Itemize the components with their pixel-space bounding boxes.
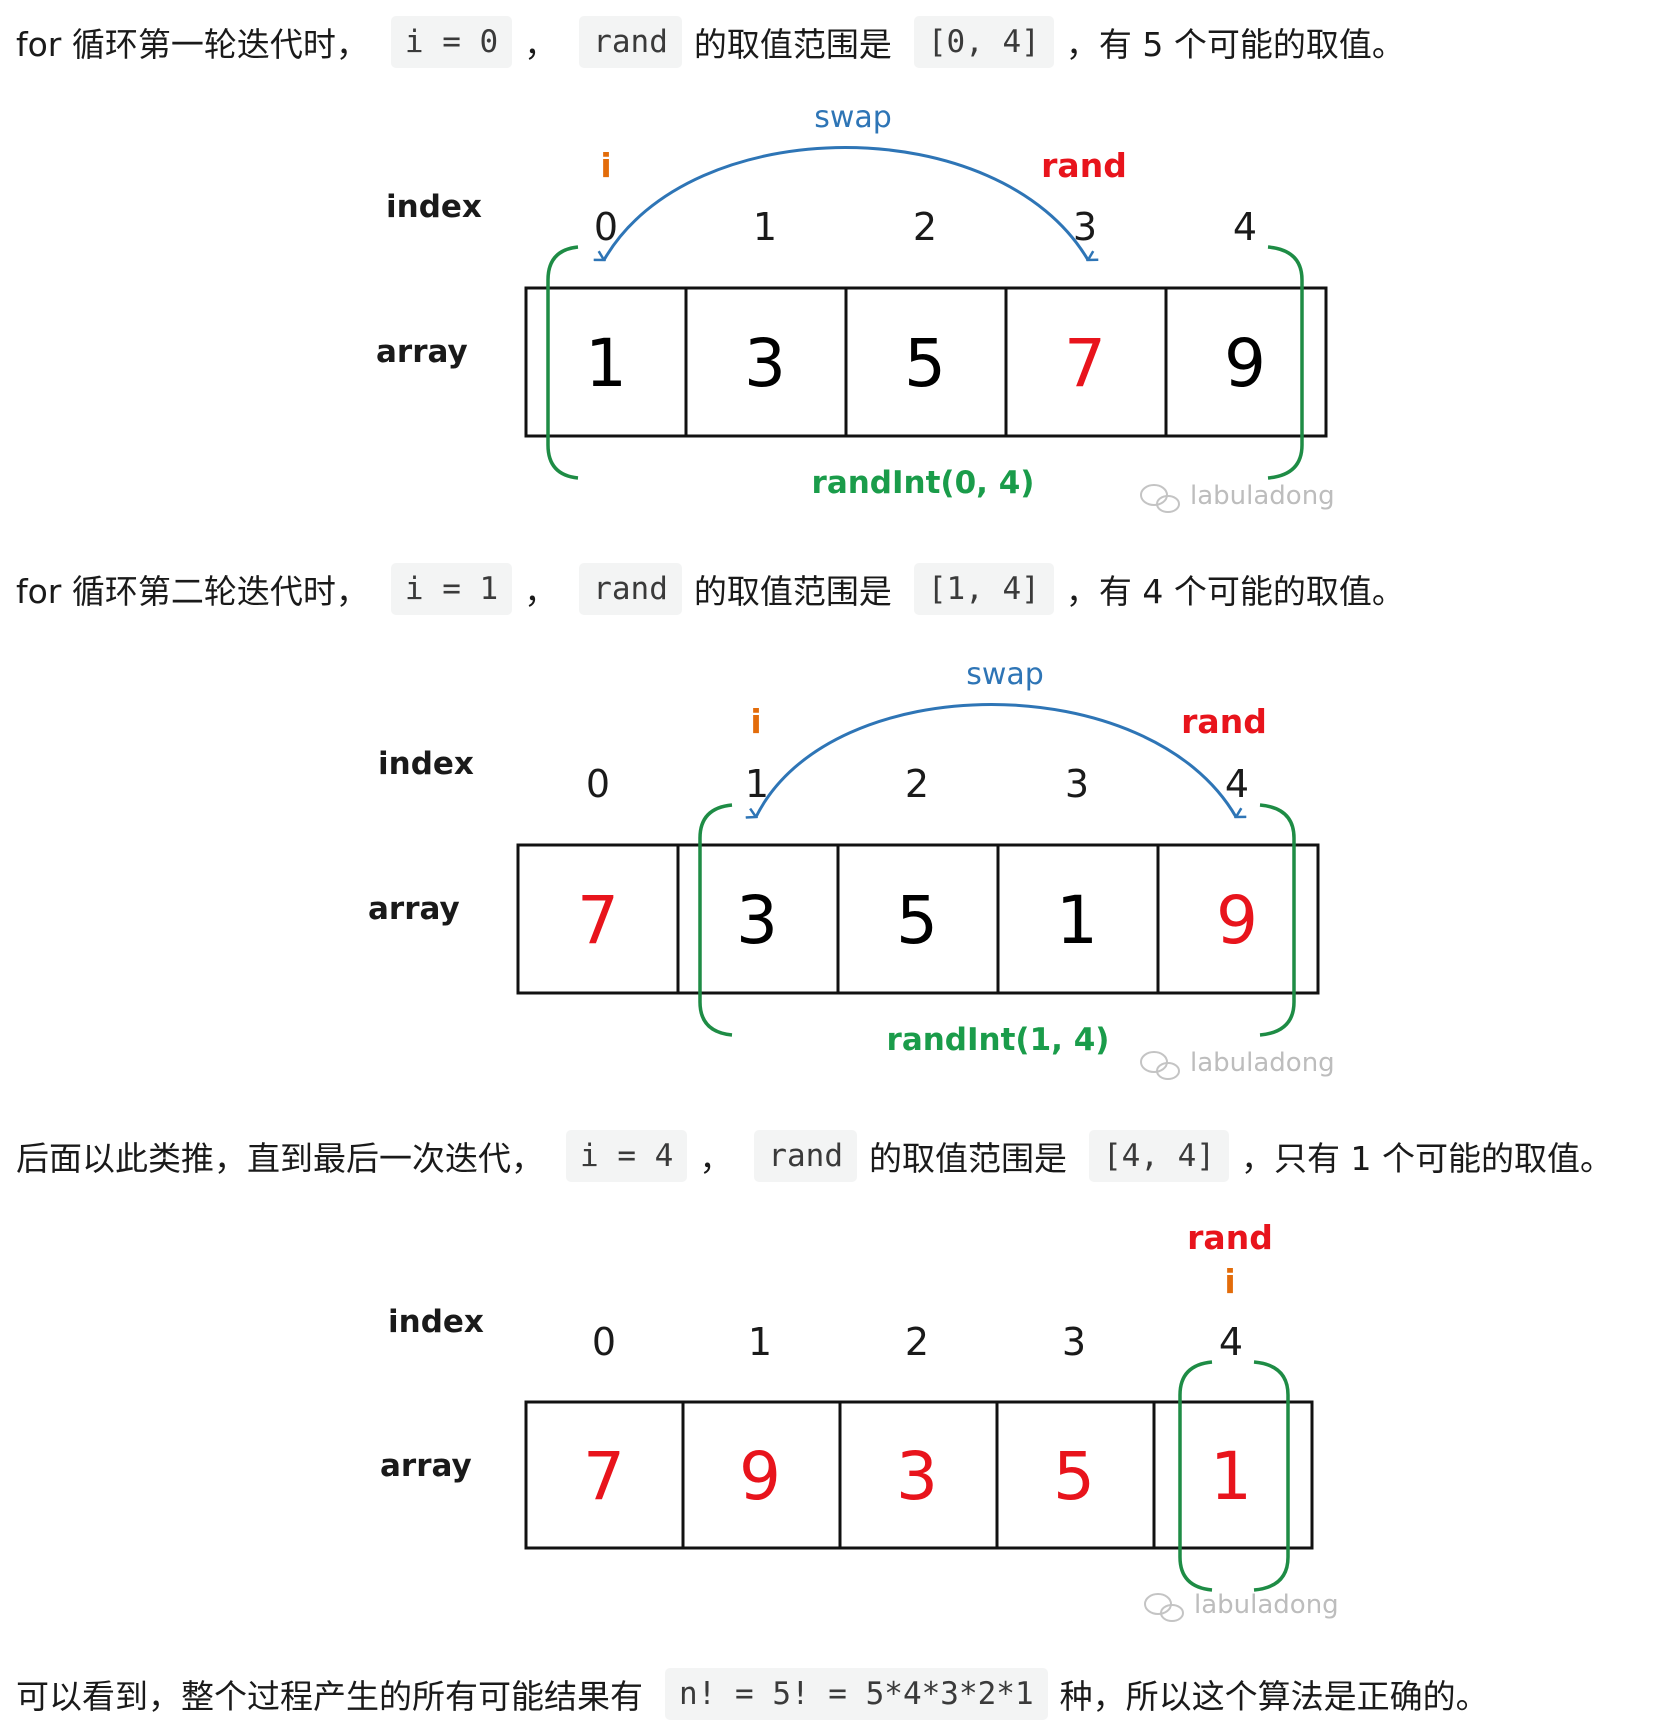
- index-number: 0: [592, 1320, 616, 1364]
- i-label: i: [1224, 1262, 1235, 1301]
- array-cell-value: 7: [577, 882, 619, 959]
- para-text: 种，所以这个算法是正确的。: [1059, 1677, 1489, 1716]
- range-bracket-left: [1178, 1360, 1213, 1592]
- array-cell-value: 3: [736, 882, 778, 959]
- para-text: 的取值范围是: [693, 25, 892, 64]
- index-number: 1: [753, 205, 777, 249]
- array-box: [524, 1400, 1314, 1550]
- paragraph-3: 后面以此类推，直到最后一次迭代， i = 4 ， rand 的取值范围是 [4,…: [16, 1127, 1613, 1185]
- array-cell-value: 7: [583, 1438, 625, 1515]
- index-number: 1: [748, 1320, 772, 1364]
- array-cell-value: 1: [1210, 1438, 1252, 1515]
- range-label: randInt(1, 4): [887, 1022, 1110, 1058]
- array-cell-value: 3: [744, 325, 786, 402]
- paragraph-1: for 循环第一轮迭代时， i = 0 ， rand 的取值范围是 [0, 4]…: [16, 13, 1405, 71]
- para-text: ，只有 1 个可能的取值。: [1240, 1139, 1613, 1178]
- range-bracket-right: [1253, 1360, 1290, 1592]
- index-number: 1: [745, 762, 769, 806]
- inline-code: [0, 4]: [913, 16, 1054, 68]
- array-label: array: [380, 1448, 472, 1484]
- wechat-icon: [1144, 1593, 1184, 1622]
- inline-code: [4, 4]: [1088, 1130, 1229, 1182]
- i-label: i: [750, 702, 761, 741]
- rand-label: rand: [1181, 702, 1267, 741]
- array-cell-value: 3: [896, 1438, 938, 1515]
- inline-code: i = 0: [390, 16, 513, 68]
- para-text: 可以看到，整个过程产生的所有可能结果有: [16, 1677, 643, 1716]
- array-cell-value: 9: [739, 1438, 781, 1515]
- index-number: 4: [1219, 1320, 1243, 1364]
- array-cell-value: 1: [585, 325, 627, 402]
- array-label: array: [376, 334, 468, 370]
- swap-arrow: [756, 703, 1236, 818]
- array-box: [516, 843, 1320, 995]
- index-number: 3: [1065, 762, 1089, 806]
- inline-code: [1, 4]: [913, 563, 1054, 615]
- index-number: 2: [913, 205, 937, 249]
- para-text: ，: [524, 25, 558, 64]
- inline-code: rand: [579, 16, 682, 68]
- array-cell-value: 5: [904, 325, 946, 402]
- array-cell-value: 9: [1216, 882, 1258, 959]
- index-number: 2: [905, 1320, 929, 1364]
- swap-label: swap: [814, 100, 892, 135]
- paragraph-4: 可以看到，整个过程产生的所有可能结果有 n! = 5! = 5*4*3*2*1 …: [16, 1665, 1489, 1723]
- wechat-icon: [1140, 1051, 1180, 1080]
- para-text: 后面以此类推，直到最后一次迭代，: [16, 1139, 544, 1178]
- array-cell-value: 5: [1053, 1438, 1095, 1515]
- para-text: 的取值范围是: [868, 1139, 1067, 1178]
- para-text: ，: [699, 1139, 733, 1178]
- watermark: labuladong: [1190, 1048, 1335, 1078]
- inline-code: i = 1: [390, 563, 513, 615]
- array-cell-value: 7: [1064, 325, 1106, 402]
- watermark: labuladong: [1190, 481, 1335, 511]
- wechat-icon: [1140, 484, 1180, 513]
- range-label: randInt(0, 4): [812, 465, 1035, 501]
- inline-code: rand: [754, 1130, 857, 1182]
- para-text: for 循环第一轮迭代时，: [16, 25, 369, 64]
- range-bracket-right: [1259, 803, 1296, 1037]
- index-number: 2: [905, 762, 929, 806]
- index-number: 0: [594, 205, 618, 249]
- range-bracket-left: [698, 803, 733, 1037]
- index-label: index: [378, 746, 474, 782]
- array-cell-value: 5: [896, 882, 938, 959]
- array-box: [524, 286, 1328, 438]
- diagram-1: swap i rand index array 0 1 2 3 4 1 3 5 …: [376, 100, 1335, 513]
- inline-code: n! = 5! = 5*4*3*2*1: [665, 1668, 1048, 1720]
- swap-label: swap: [966, 657, 1044, 692]
- index-number: 4: [1225, 762, 1249, 806]
- para-text: ，: [524, 572, 558, 611]
- inline-code: rand: [579, 563, 682, 615]
- diagram-2: swap i rand index array 0 1 2 3 4 7 3 5 …: [368, 657, 1335, 1080]
- array-label: array: [368, 891, 460, 927]
- watermark: labuladong: [1194, 1590, 1339, 1620]
- para-text: ，有 4 个可能的取值。: [1065, 572, 1405, 611]
- para-text: ，有 5 个可能的取值。: [1065, 25, 1405, 64]
- para-text: for 循环第二轮迭代时，: [16, 572, 369, 611]
- i-label: i: [600, 146, 611, 185]
- swap-arrow: [604, 146, 1088, 261]
- rand-label: rand: [1187, 1218, 1273, 1257]
- para-text: 的取值范围是: [693, 572, 892, 611]
- index-number: 0: [586, 762, 610, 806]
- index-number: 4: [1233, 205, 1257, 249]
- diagram-3: rand i index array 0 1 2 3 4 7 9 3 5 1 l…: [380, 1218, 1339, 1622]
- index-number: 3: [1073, 205, 1097, 249]
- inline-code: i = 4: [566, 1130, 688, 1182]
- paragraph-2: for 循环第二轮迭代时， i = 1 ， rand 的取值范围是 [1, 4]…: [16, 560, 1405, 618]
- index-label: index: [386, 189, 482, 225]
- range-bracket-right: [1267, 245, 1304, 480]
- index-number: 3: [1062, 1320, 1086, 1364]
- rand-label: rand: [1041, 146, 1127, 185]
- array-cell-value: 1: [1056, 882, 1098, 959]
- index-label: index: [388, 1304, 484, 1340]
- array-cell-value: 9: [1224, 325, 1266, 402]
- range-bracket-left: [546, 245, 579, 480]
